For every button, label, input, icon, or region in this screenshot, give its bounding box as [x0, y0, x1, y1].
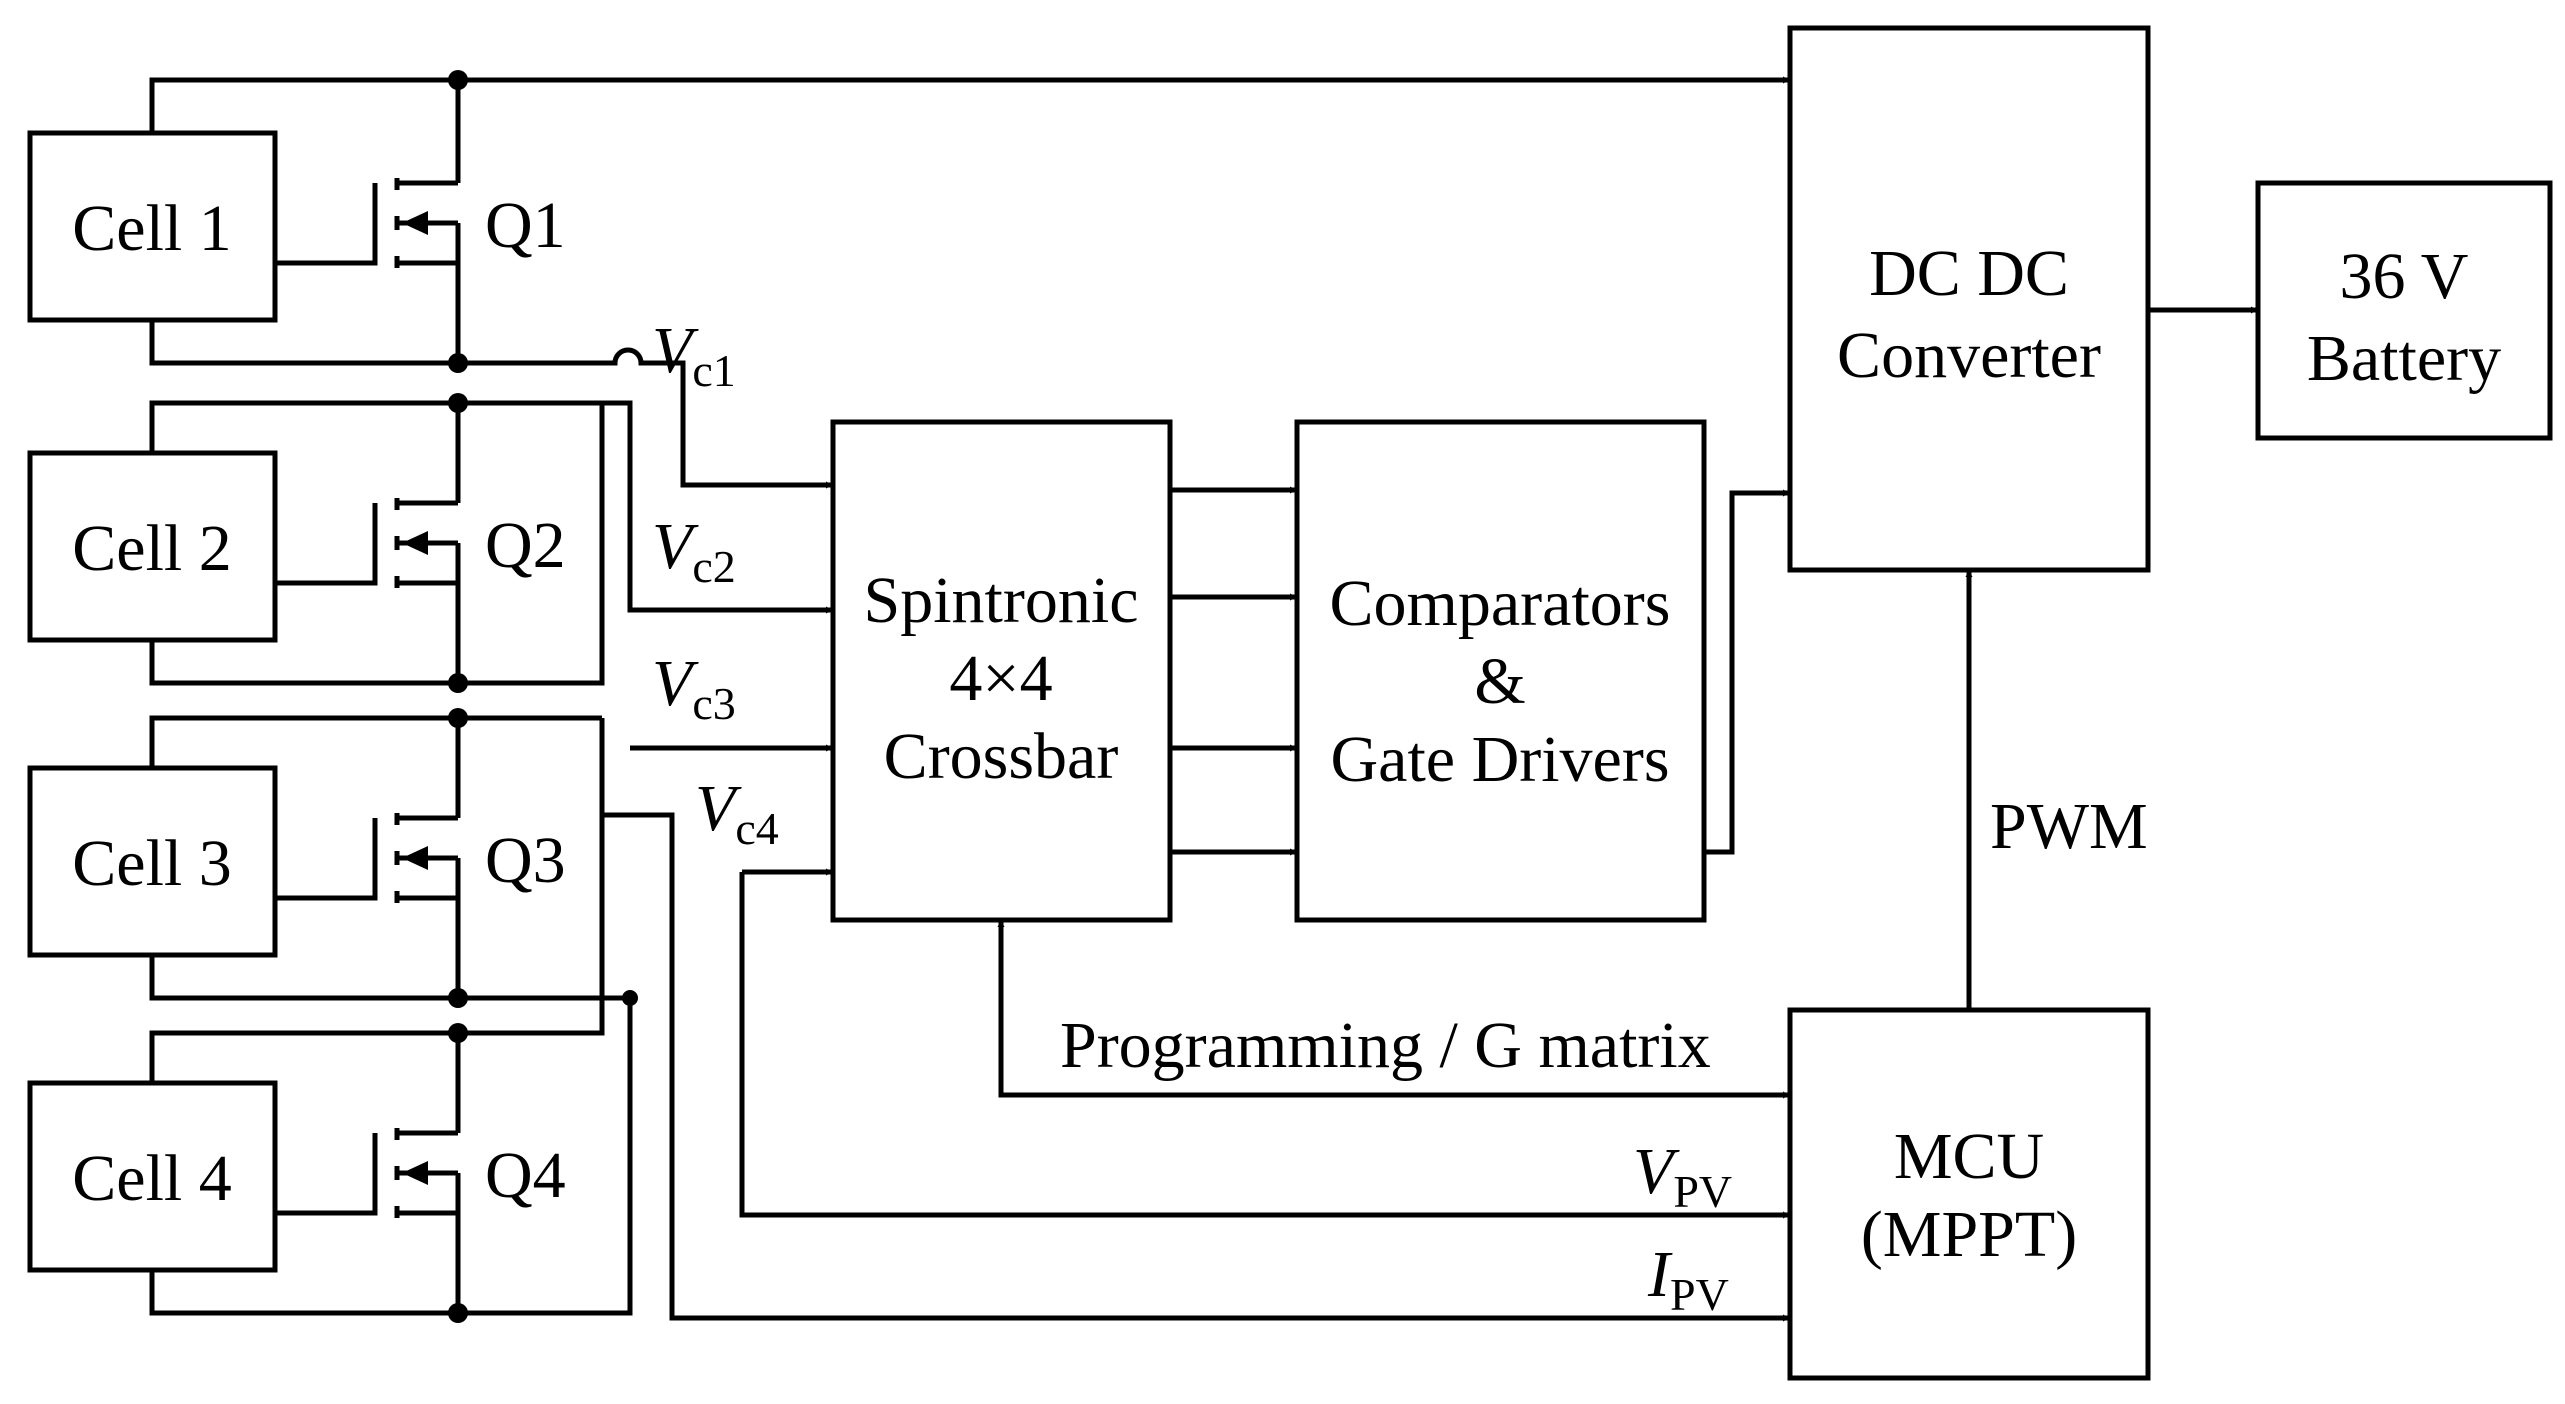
battery-line1: 36 V	[2340, 240, 2469, 313]
vc2-label: Vc2	[652, 510, 736, 592]
connections	[458, 76, 2258, 1322]
vpv-label: VPV	[1633, 1135, 1732, 1217]
vc1-label: Vc1	[652, 314, 736, 396]
switch-q1-label: Q1	[485, 189, 566, 262]
dcdc-line2: Converter	[1837, 319, 2101, 392]
cell-2-label: Cell 2	[72, 512, 232, 585]
cell-2: Cell 2	[27, 450, 278, 643]
battery-block: 36 V Battery	[2255, 180, 2553, 441]
crossbar-line3: Crossbar	[884, 720, 1119, 793]
crossbar-line2: 4×4	[949, 642, 1052, 715]
switch-q1: Q1	[275, 178, 566, 268]
cell-4-label: Cell 4	[72, 1142, 232, 1215]
mcu-line2: (MPPT)	[1861, 1198, 2077, 1271]
switch-q3-label: Q3	[485, 824, 566, 897]
dcdc-converter-block: DC DC Converter	[1787, 25, 2151, 573]
switch-q2: Q2	[275, 498, 566, 588]
ipv-label: IPV	[1647, 1238, 1729, 1320]
cell-1: Cell 1	[27, 130, 278, 323]
vc3-label: Vc3	[652, 647, 736, 729]
vc4-label: Vc4	[695, 772, 779, 854]
crossbar-block: Spintronic 4×4 Crossbar	[830, 419, 1173, 923]
switch-q4-label: Q4	[485, 1139, 566, 1212]
comparators-line2: &	[1474, 645, 1525, 718]
programming-label: Programming / G matrix	[1060, 1009, 1711, 1082]
cell-3: Cell 3	[27, 765, 278, 958]
cell-4: Cell 4	[27, 1080, 278, 1273]
comparators-line3: Gate Drivers	[1330, 723, 1669, 796]
comparators-block: Comparators & Gate Drivers	[1294, 419, 1707, 923]
battery-line2: Battery	[2307, 322, 2501, 395]
mcu-block: MCU (MPPT)	[1787, 1007, 2151, 1381]
cell-1-label: Cell 1	[72, 192, 232, 265]
signal-labels: Vc1 Vc2 Vc3 Vc4 Programming / G matrix V…	[652, 314, 2148, 1320]
comparators-line1: Comparators	[1330, 567, 1671, 640]
pwm-label: PWM	[1990, 790, 2148, 863]
dcdc-line1: DC DC	[1869, 237, 2069, 310]
cell-3-label: Cell 3	[72, 827, 232, 900]
switch-q4: Q4	[275, 1128, 566, 1218]
mcu-line1: MCU	[1894, 1120, 2044, 1193]
switch-q2-label: Q2	[485, 509, 566, 582]
crossbar-line1: Spintronic	[864, 564, 1139, 637]
switch-q3: Q3	[275, 813, 566, 903]
